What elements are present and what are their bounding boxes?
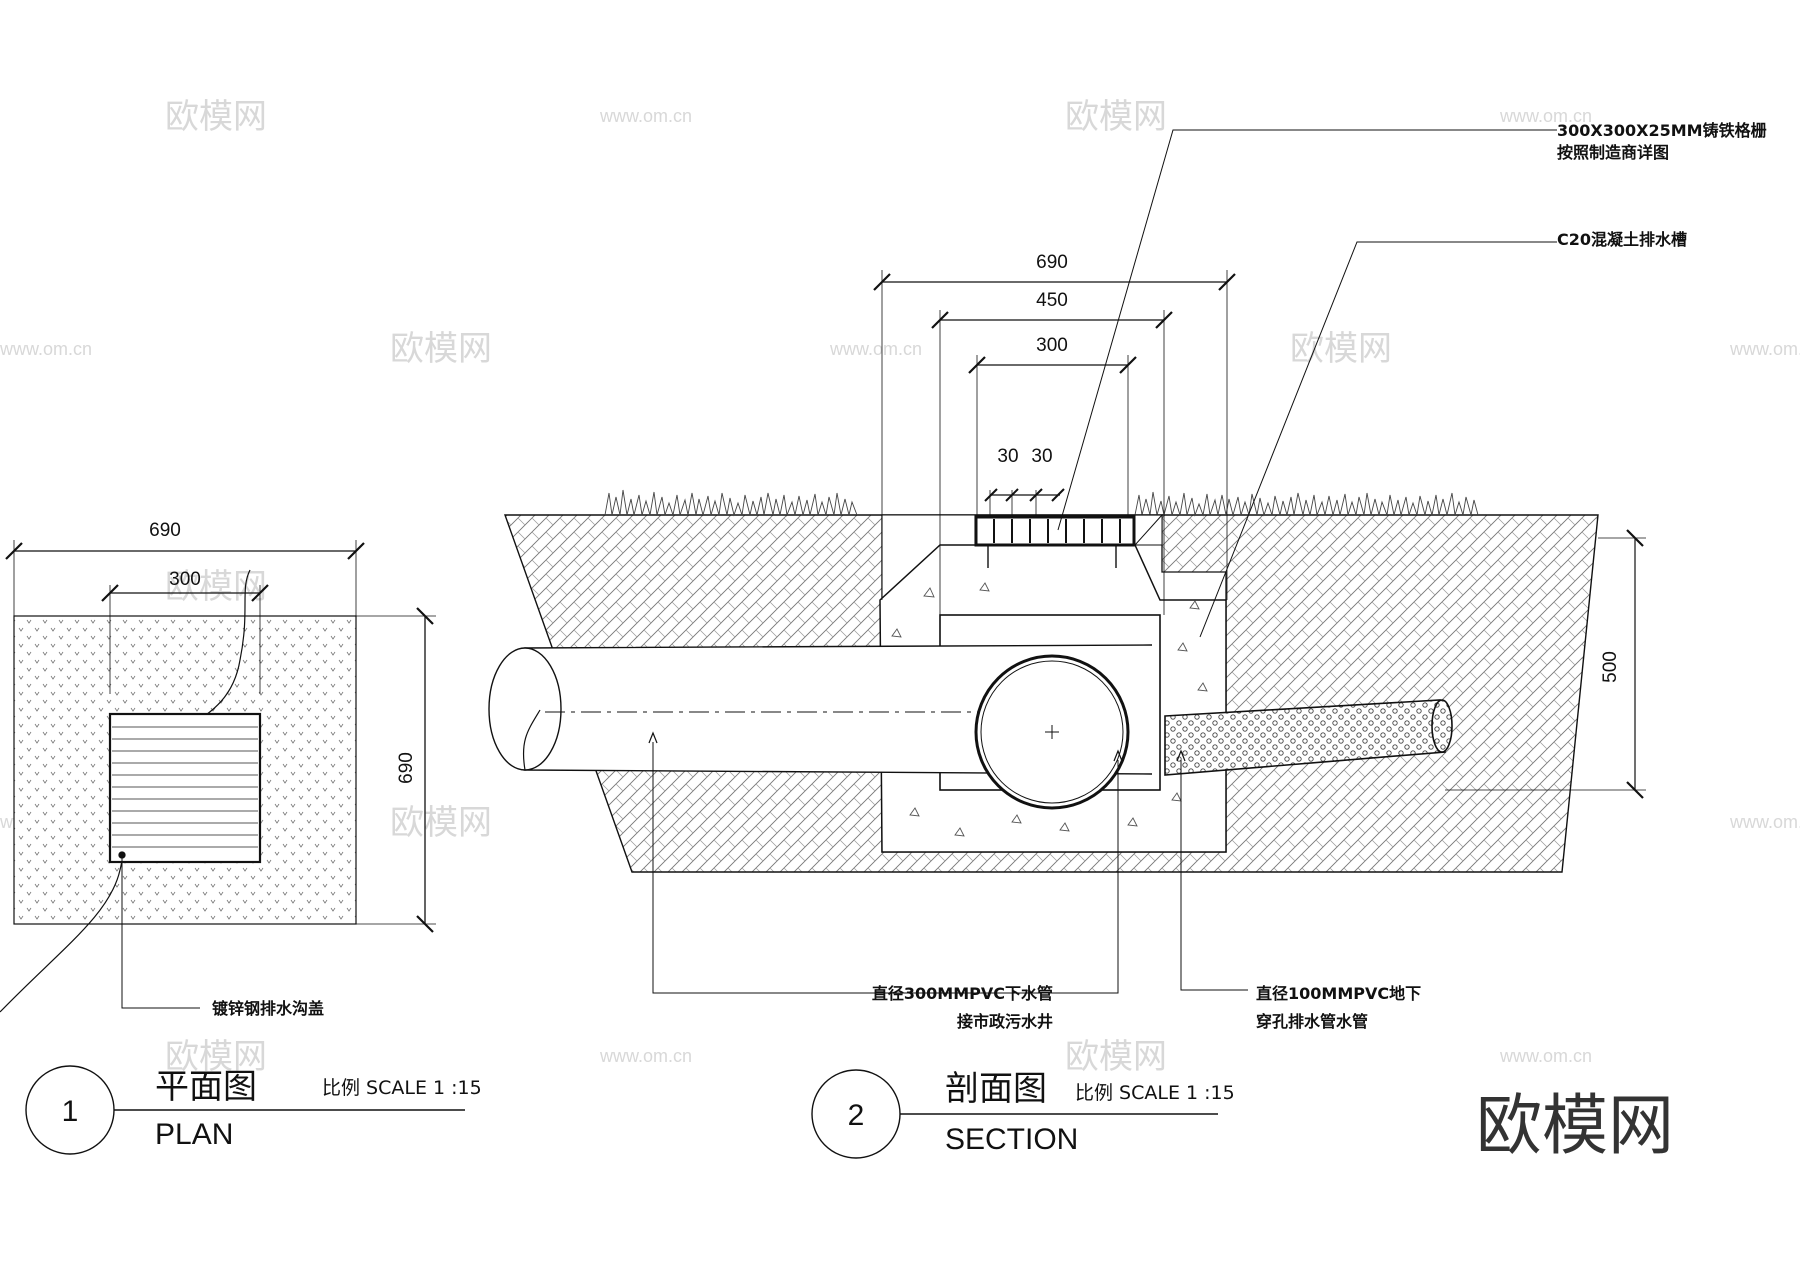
section-dimensions [873, 270, 1646, 799]
plan-cover-slats [112, 726, 258, 848]
grass-left [604, 489, 858, 517]
plan-scale: 比例 SCALE 1 :15 [322, 1077, 482, 1099]
plan-drain-cover [108, 712, 262, 864]
watermark: www.om.cn [1499, 106, 1592, 126]
watermark: 欧模网 [165, 567, 267, 607]
section-dim-30-left: 30 [997, 446, 1018, 467]
section-dim-300: 300 [1036, 335, 1068, 356]
watermark: 欧模网 [1290, 329, 1392, 369]
section-scale: 比例 SCALE 1 :15 [1075, 1082, 1235, 1104]
plan-number: 1 [62, 1095, 79, 1128]
watermark: 欧模网 [1065, 1037, 1167, 1077]
section-number: 2 [848, 1099, 865, 1132]
watermark: www.om.cn [0, 339, 92, 359]
section-dim-500: 500 [1600, 651, 1621, 683]
watermark: www.om.cn [1499, 1046, 1592, 1066]
watermark: www.om.cn [599, 106, 692, 126]
section-title-cn: 剖面图 [945, 1069, 1047, 1109]
plan-title-block: 1 平面图 比例 SCALE 1 :15 PLAN [25, 1065, 482, 1155]
section-title-block: 2 剖面图 比例 SCALE 1 :15 SECTION [811, 1069, 1235, 1159]
note-pipe300-line1: 直径300MMPVC下水管 [872, 984, 1053, 1003]
watermark: 欧模网 [165, 97, 267, 137]
section-title-en: SECTION [945, 1123, 1078, 1156]
grate-anchors [987, 545, 1117, 568]
watermark: www.om.cn [599, 1046, 692, 1066]
section-leaders [648, 129, 1557, 994]
watermark: www.om.cn [1729, 812, 1800, 832]
plan-title-cn: 平面图 [155, 1067, 257, 1107]
plan-dim-690-height: 690 [396, 752, 417, 784]
cast-iron-grate [974, 515, 1136, 547]
note-grate-line1: 300X300X25MM铸铁格栅 [1557, 121, 1767, 140]
brand-logo: 欧模网 [1476, 1087, 1674, 1164]
plan-cover-note: 镀锌钢排水沟盖 [212, 999, 324, 1018]
note-pipe100-line1: 直径100MMPVC地下 [1256, 984, 1421, 1003]
note-pipe300-line2: 接市政污水井 [957, 1012, 1053, 1031]
note-grate-line2: 按照制造商详图 [1557, 143, 1669, 162]
section-dim-690: 690 [1036, 252, 1068, 273]
pipe-100-perforated [1164, 699, 1446, 776]
watermark: www.om.cn [829, 339, 922, 359]
section-dim-450: 450 [1036, 290, 1068, 311]
watermark: 欧模网 [390, 329, 492, 369]
watermark: 欧模网 [390, 803, 492, 843]
watermark: 欧模网 [1065, 97, 1167, 137]
plan-dim-690-width: 690 [149, 520, 181, 541]
section-dim-30-right: 30 [1031, 446, 1052, 467]
note-pipe100-line2: 穿孔排水管水管 [1256, 1012, 1368, 1031]
note-trench: C20混凝土排水槽 [1557, 230, 1687, 249]
section-view [488, 489, 1599, 873]
plan-title-en: PLAN [155, 1118, 233, 1151]
plan-view [0, 540, 436, 1013]
plan-dim-300: 300 [169, 569, 201, 590]
watermark: www.om.cn [1729, 339, 1800, 359]
watermark: 欧模网 [165, 1037, 267, 1077]
grass-right [1134, 491, 1479, 517]
grate-bars [993, 519, 1121, 543]
